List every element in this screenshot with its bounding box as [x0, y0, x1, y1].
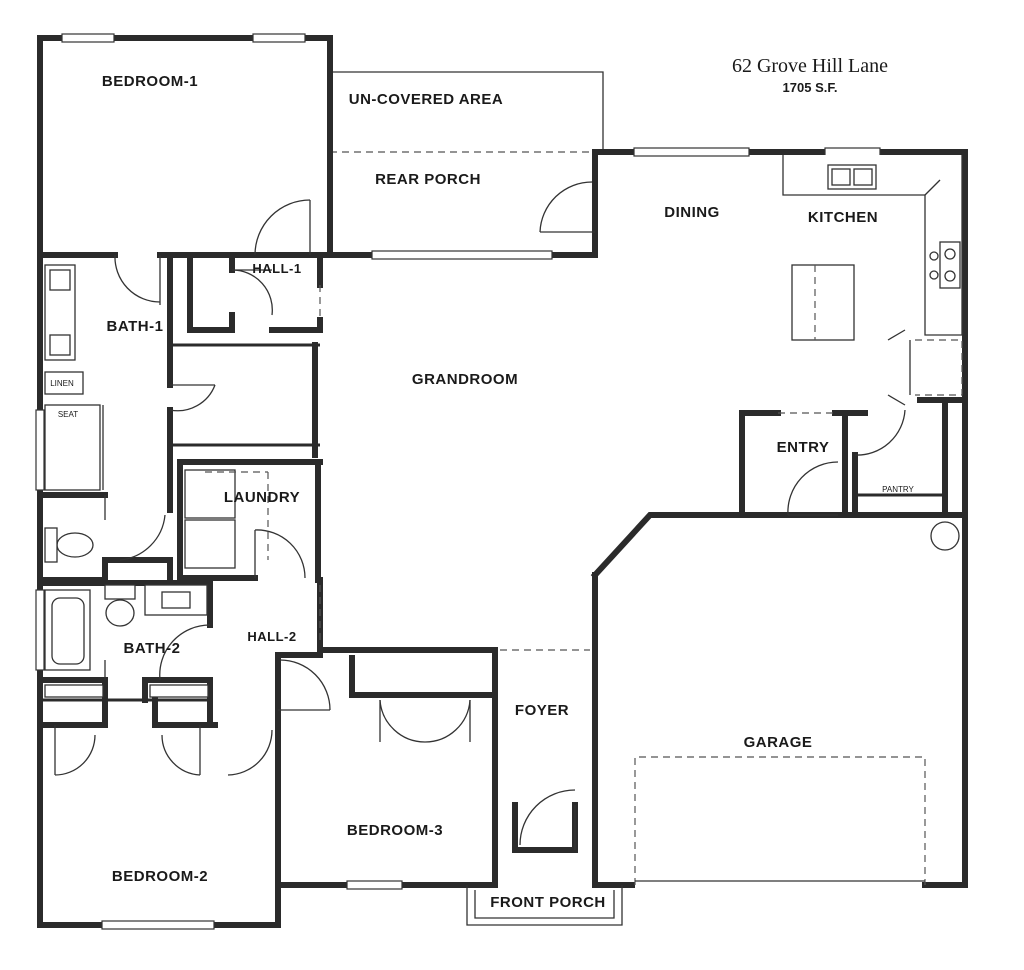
fixture-label-pantry: PANTRY: [882, 485, 914, 494]
bath-fixtures: [44, 264, 209, 698]
garage-door-outline: [634, 521, 960, 885]
room-label-entry: ENTRY: [777, 439, 830, 456]
room-label-bedroom-3: BEDROOM-3: [347, 822, 443, 839]
room-label-hall-1: HALL-1: [252, 261, 301, 276]
kitchen-fixtures: [782, 155, 963, 406]
room-label-kitchen: KITCHEN: [808, 209, 878, 226]
room-label-dining: DINING: [664, 204, 720, 221]
room-label-laundry: LAUNDRY: [224, 489, 300, 506]
room-label-uncovered-area: UN-COVERED AREA: [349, 91, 503, 108]
room-label-front-porch: FRONT PORCH: [490, 894, 606, 911]
room-label-bedroom-1: BEDROOM-1: [102, 73, 198, 90]
room-label-garage: GARAGE: [744, 734, 813, 751]
room-label-bath-2: BATH-2: [124, 640, 181, 657]
fixture-label-linen: LINEN: [50, 379, 74, 388]
walls: [37, 35, 968, 928]
laundry-appliances: [184, 469, 269, 569]
fixture-label-seat: SEAT: [58, 410, 78, 419]
room-label-rear-porch: REAR PORCH: [375, 171, 481, 188]
area-subtitle: 1705 S.F.: [783, 80, 838, 95]
front-porch-outline: [466, 885, 623, 926]
windows: [35, 33, 881, 930]
room-label-hall-2: HALL-2: [247, 629, 296, 644]
uncovered-area-outline: [330, 71, 604, 153]
kitchen-island: [791, 264, 855, 341]
room-label-grandroom: GRANDROOM: [412, 371, 518, 388]
room-label-bath-1: BATH-1: [107, 318, 164, 335]
doors: [54, 181, 906, 850]
room-label-foyer: FOYER: [515, 702, 569, 719]
address-title: 62 Grove Hill Lane: [732, 55, 888, 77]
room-label-bedroom-2: BEDROOM-2: [112, 868, 208, 885]
